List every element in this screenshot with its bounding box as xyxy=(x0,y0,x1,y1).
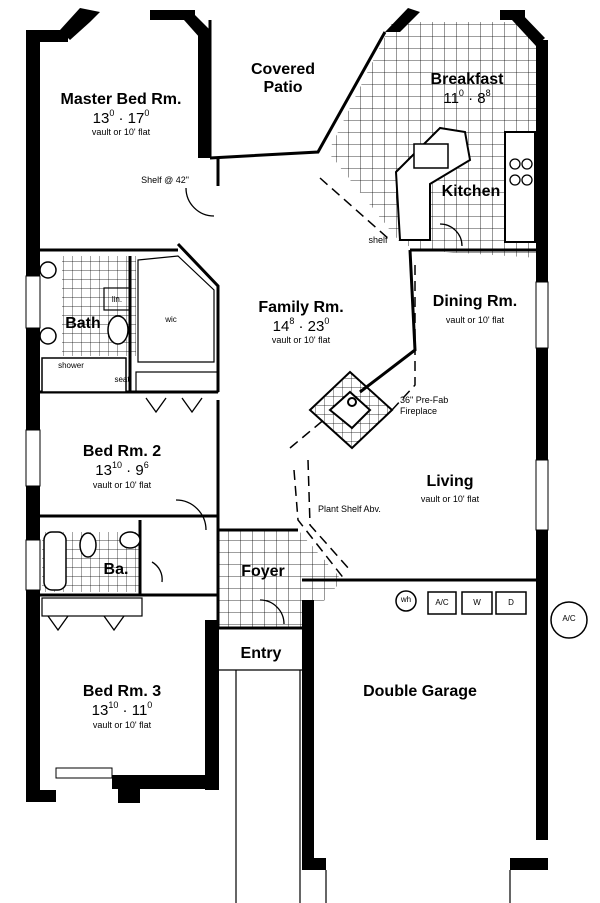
foyer-label: Foyer xyxy=(241,563,285,580)
living-room-note: vault or 10' flat xyxy=(420,494,480,504)
outdoor-ac-label: A/C xyxy=(562,614,576,623)
breakfast-dimensions: 110 · 88 xyxy=(443,88,491,107)
patio-label-1: Covered xyxy=(250,61,316,78)
fireplace xyxy=(308,370,394,450)
family-room-dimensions: 148 · 230 xyxy=(272,316,330,335)
shower-note: shower xyxy=(58,361,84,370)
entry-label: Entry xyxy=(240,645,282,662)
interior-walls xyxy=(40,20,548,630)
fireplace-note-1: 36" Pre-Fab xyxy=(400,395,449,405)
plant-shelf-note: Plant Shelf Abv. xyxy=(318,504,381,514)
closets xyxy=(41,255,219,617)
shelf-note: shelf xyxy=(368,235,388,245)
dryer-label: D xyxy=(508,598,514,607)
kitchen-counters xyxy=(394,126,536,243)
bedroom-2-label: Bed Rm. 2 xyxy=(82,443,162,460)
family-room-note: vault or 10' flat xyxy=(271,335,331,345)
water-heater-label: wh xyxy=(400,595,412,604)
living-room-label: Living xyxy=(426,473,474,490)
linen-note: lin. xyxy=(111,295,123,304)
bedroom-3-note: vault or 10' flat xyxy=(92,720,152,730)
breakfast-label: Breakfast xyxy=(430,71,504,88)
bedroom-2-dimensions: 1310 · 96 xyxy=(95,460,149,479)
dining-room-label: Dining Rm. xyxy=(432,293,518,310)
seat-note: seat xyxy=(114,375,130,384)
washer-label: W xyxy=(473,598,481,607)
exterior-walls xyxy=(26,8,548,870)
master-bedroom-label: Master Bed Rm. xyxy=(60,91,182,108)
stove-burners xyxy=(509,158,533,186)
bath-label: Bath xyxy=(65,315,101,332)
kitchen-label: Kitchen xyxy=(441,183,501,200)
ba-label: Ba. xyxy=(103,561,129,578)
bedroom-3-label: Bed Rm. 3 xyxy=(82,683,162,700)
wic-note: wic xyxy=(165,315,177,324)
garage-appliances xyxy=(395,590,588,639)
windows xyxy=(25,275,549,779)
dining-room-note: vault or 10' flat xyxy=(445,315,505,325)
patio-label-2: Patio xyxy=(263,79,303,96)
bath-fixtures xyxy=(39,261,141,591)
ac-unit-label: A/C xyxy=(435,598,449,607)
master-bedroom-dimensions: 130 · 170 xyxy=(92,108,150,127)
door-swings xyxy=(47,187,463,632)
plant-shelf-lines xyxy=(289,177,416,581)
garage-label: Double Garage xyxy=(363,683,477,700)
fireplace-note-2: Fireplace xyxy=(400,406,438,416)
entry-walk xyxy=(218,669,511,903)
family-room-label: Family Rm. xyxy=(258,299,344,316)
shelf-42-note: Shelf @ 42" xyxy=(141,175,189,185)
master-bedroom-note: vault or 10' flat xyxy=(91,127,151,137)
bedroom-3-dimensions: 1310 · 110 xyxy=(91,700,153,719)
bedroom-2-note: vault or 10' flat xyxy=(92,480,152,490)
